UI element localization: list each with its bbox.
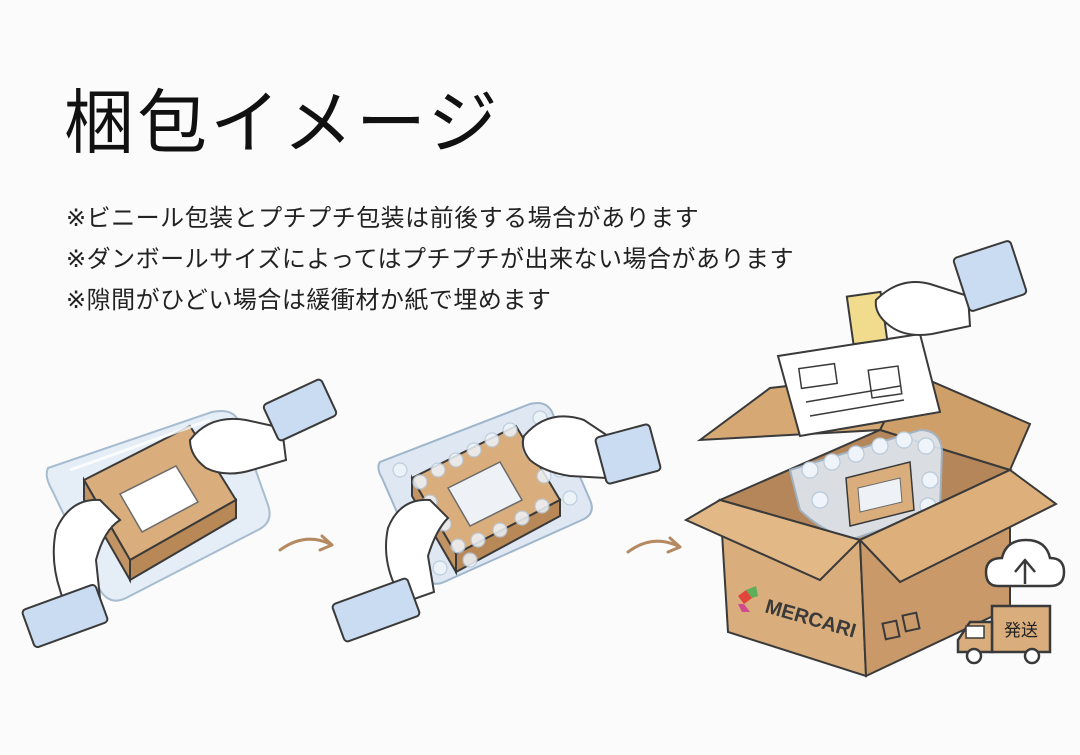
cloud-upload-icon [984,538,1066,588]
note-item: ※ダンボールサイズによってはプチプチが出来ない場合があります [66,245,794,273]
step-bubble-wrap [331,402,662,643]
page-title: 梱包イメージ [64,82,501,164]
truck-label: 発送 [1004,621,1038,641]
arrow-icon [278,537,332,552]
note-item: ※ビニール包装とプチプチ包装は前後する場合があります [66,204,700,232]
arrow-icon [626,539,680,554]
step-vinyl-packing [21,378,338,649]
step-box-shipping: MERCARI [683,240,1058,678]
notes-list: ※ビニール包装とプチプチ包装は前後する場合があります ※ダンボールサイズによって… [66,198,794,321]
hand-icon [521,415,662,485]
shipping-label-icon [776,332,942,438]
delivery-truck-icon: 発送 [956,604,1052,665]
hand-icon [331,498,450,643]
hand-icon [188,378,338,475]
note-item: ※隙間がひどい場合は緩衝材か紙で埋めます [66,286,552,314]
hand-icon [21,498,122,649]
hand-icon [874,240,1028,336]
